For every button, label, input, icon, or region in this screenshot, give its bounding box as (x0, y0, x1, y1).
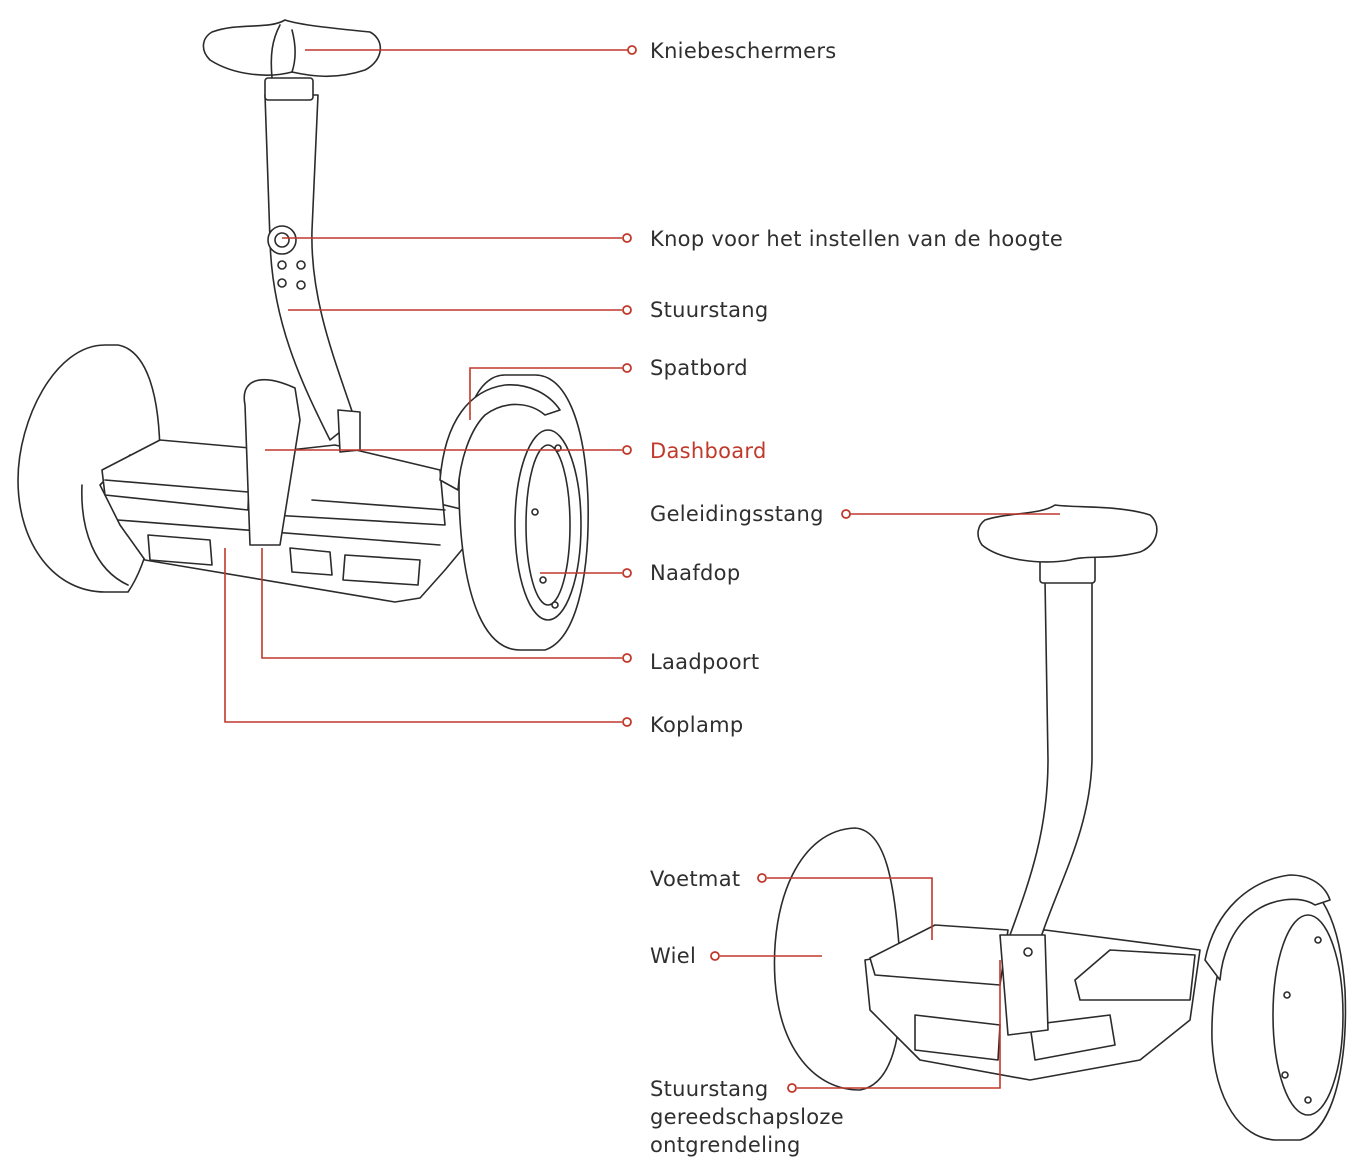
hub-cap-illustration (514, 429, 582, 621)
dot-kniebeschermers (627, 45, 637, 55)
label-dashboard: Dashboard (650, 439, 767, 463)
leader-spatbord (469, 367, 622, 420)
label-voetmat: Voetmat (650, 867, 740, 891)
dot-naafdop (622, 568, 632, 578)
leader-stuurstang-release (797, 960, 1001, 1089)
dot-wiel (710, 951, 720, 961)
knee-pads-illustration (202, 19, 382, 78)
label-naafdop: Naafdop (650, 561, 740, 585)
label-stuurstang: Stuurstang (650, 298, 769, 322)
leader-lines (224, 45, 1060, 1093)
label-stuurstang-release-line1: Stuurstang (650, 1077, 769, 1101)
labels: Kniebeschermers Knop voor het instellen … (650, 39, 1063, 1157)
dot-stuurstang (622, 305, 632, 315)
dot-hoogte-knop (622, 233, 632, 243)
label-spatbord: Spatbord (650, 356, 748, 380)
label-koplamp: Koplamp (650, 713, 744, 737)
scooter-rear-illustration (773, 504, 1347, 1141)
label-hoogte-knop: Knop voor het instellen van de hoogte (650, 227, 1063, 251)
leader-laadpoort (261, 548, 622, 659)
dot-spatbord (622, 363, 632, 373)
dot-voetmat (757, 873, 767, 883)
dot-koplamp (622, 717, 632, 727)
right-footpad (271, 444, 446, 526)
label-stuurstang-release-line3: ontgrendeling (650, 1133, 801, 1157)
leader-voetmat (767, 877, 933, 940)
scooter-front-illustration (17, 19, 589, 651)
leader-koplamp (224, 548, 622, 723)
label-kniebeschermers: Kniebeschermers (650, 39, 837, 63)
label-wiel: Wiel (650, 944, 696, 968)
dot-geleidingsstang (841, 509, 851, 519)
dot-stuurstang-release (787, 1083, 797, 1093)
dot-laadpoort (622, 653, 632, 663)
label-geleidingsstang: Geleidingsstang (650, 502, 824, 526)
dot-dashboard (622, 445, 632, 455)
label-stuurstang-release-line2: gereedschapsloze (650, 1105, 844, 1129)
label-laadpoort: Laadpoort (650, 650, 759, 674)
